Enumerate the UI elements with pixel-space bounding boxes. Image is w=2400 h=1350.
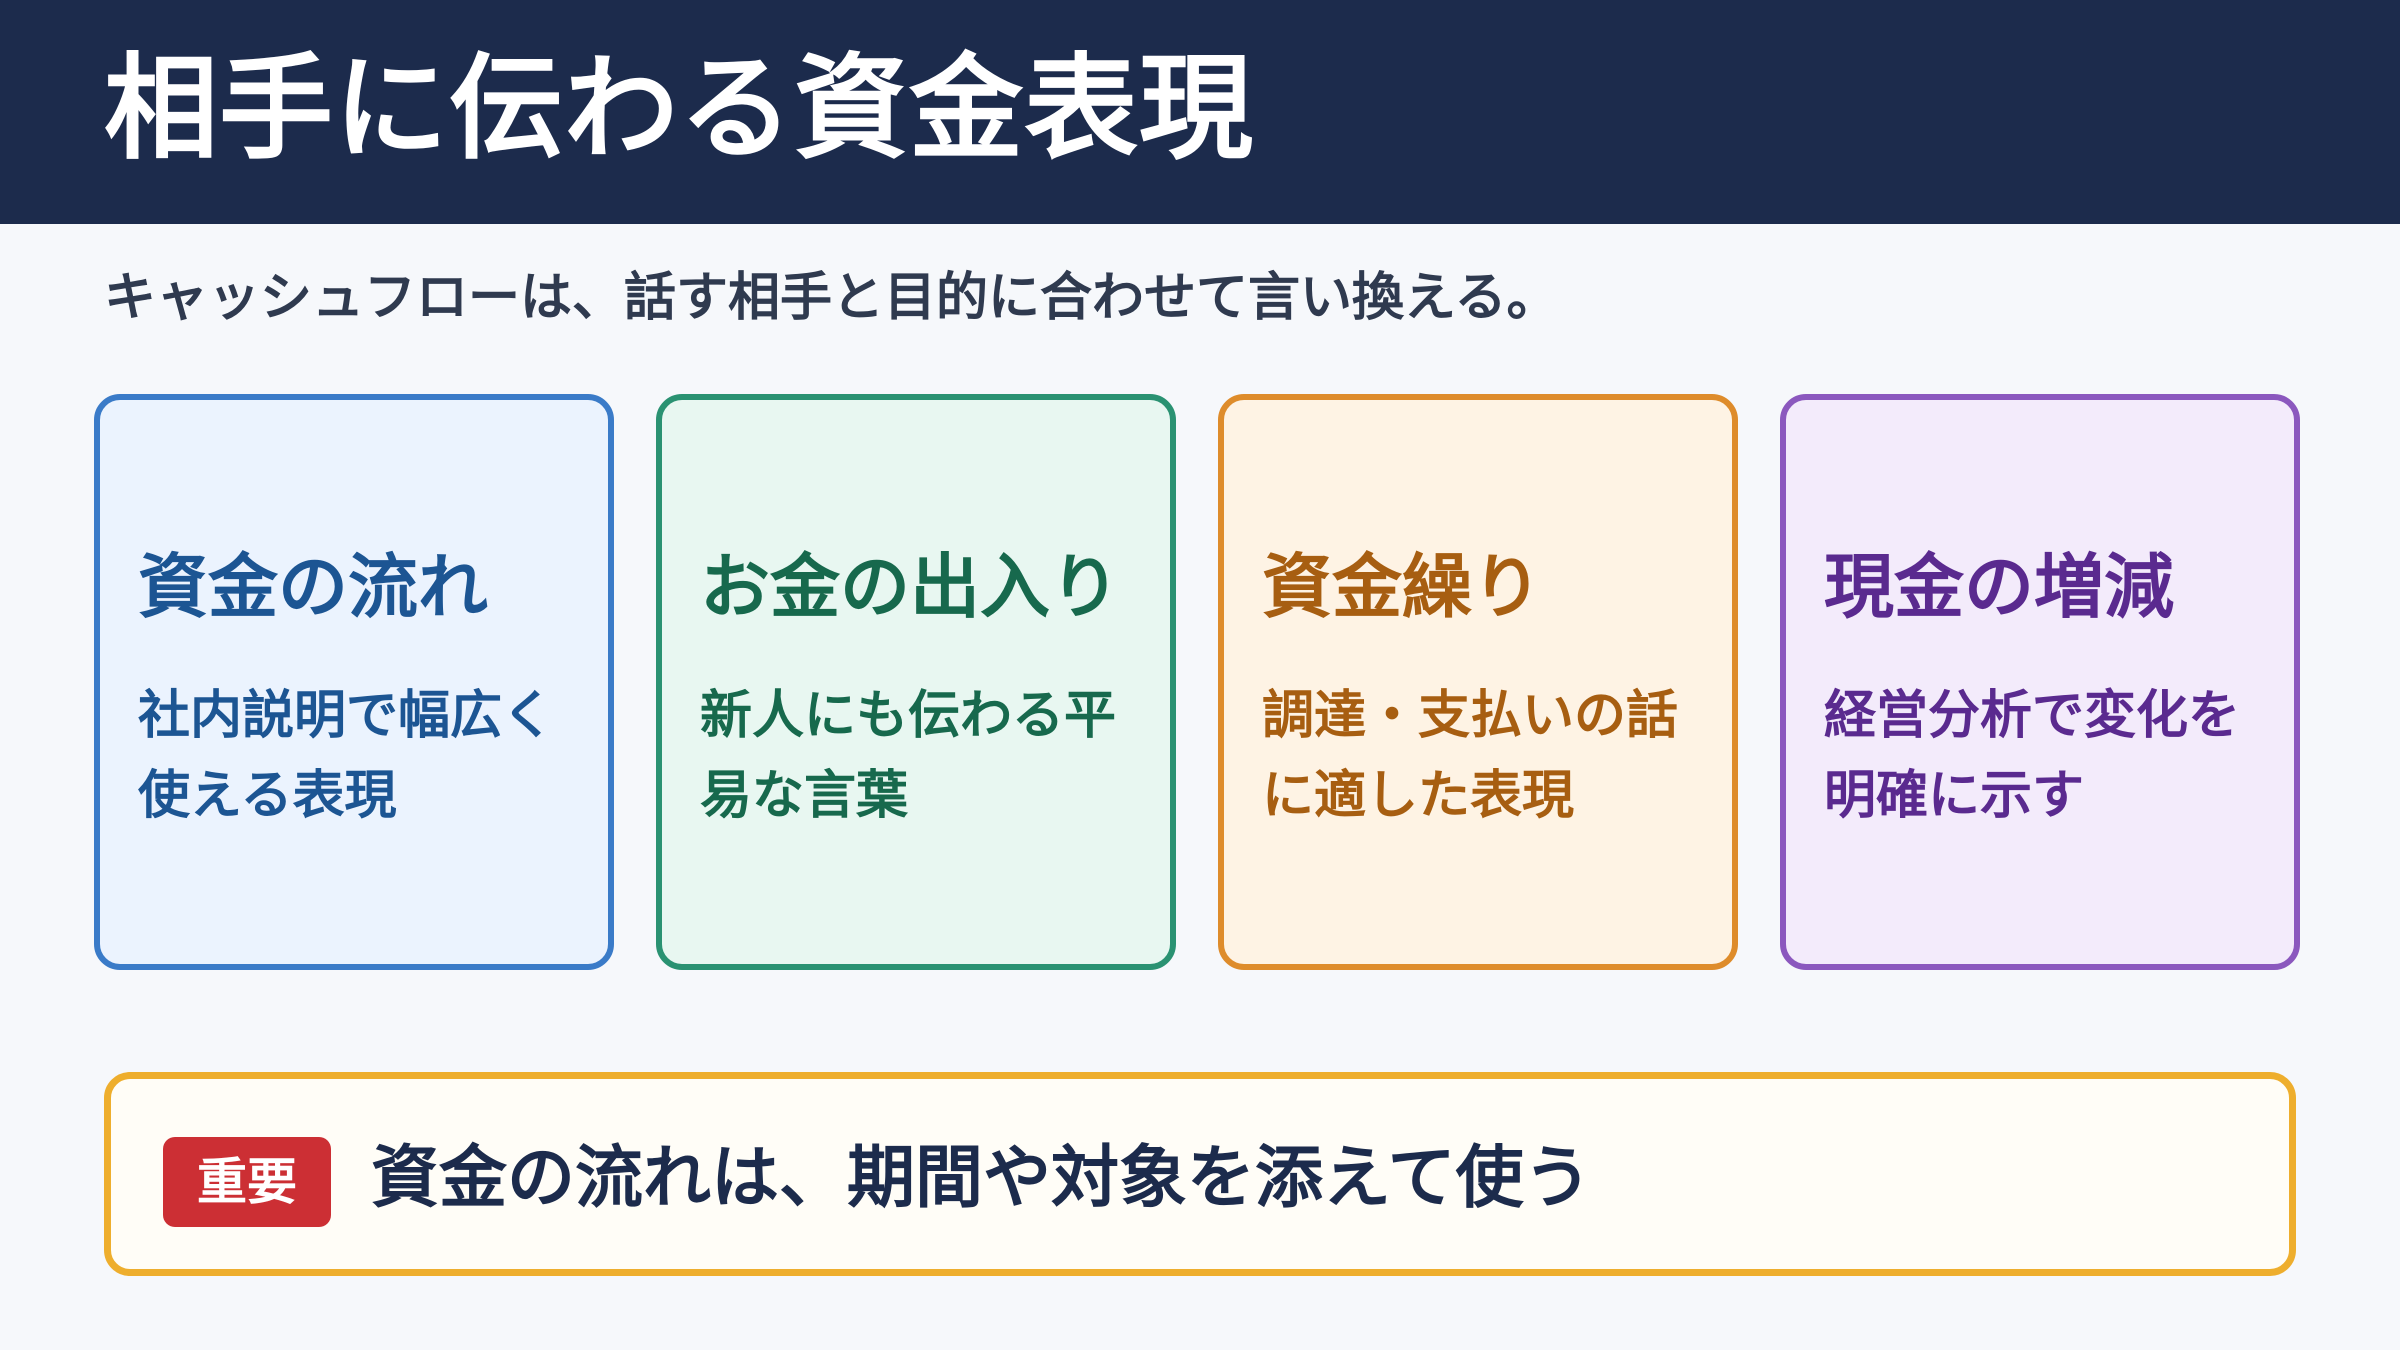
card-cash-management: 資金繰り 調達・支払いの話に適した表現 xyxy=(1218,394,1738,970)
card-title: お金の出入り xyxy=(700,546,1120,628)
card-cash-change: 現金の増減 経営分析で変化を明確に示す xyxy=(1780,394,2300,970)
card-title: 資金繰り xyxy=(1262,546,1542,628)
important-badge: 重要 xyxy=(163,1137,331,1227)
page-subtitle: キャッシュフローは、話す相手と目的に合わせて言い換える。 xyxy=(104,268,1559,328)
card-title: 資金の流れ xyxy=(138,546,488,628)
card-description: 調達・支払いの話に適した表現 xyxy=(1262,686,1679,826)
card-funds-flow: 資金の流れ 社内説明で幅広く使える表現 xyxy=(94,394,614,970)
note-text: 資金の流れは、期間や対象を添えて使う xyxy=(371,1139,1592,1218)
important-note: 重要 資金の流れは、期間や対象を添えて使う xyxy=(104,1072,2296,1276)
header-bar: 相手に伝わる資金表現 xyxy=(0,0,2400,224)
card-description: 経営分析で変化を明確に示す xyxy=(1824,686,2241,826)
card-description: 社内説明で幅広く使える表現 xyxy=(138,686,555,826)
card-description: 新人にも伝わる平易な言葉 xyxy=(700,686,1117,826)
card-money-in-out: お金の出入り 新人にも伝わる平易な言葉 xyxy=(656,394,1176,970)
page-title: 相手に伝わる資金表現 xyxy=(104,42,1255,175)
card-title: 現金の増減 xyxy=(1824,546,2174,628)
